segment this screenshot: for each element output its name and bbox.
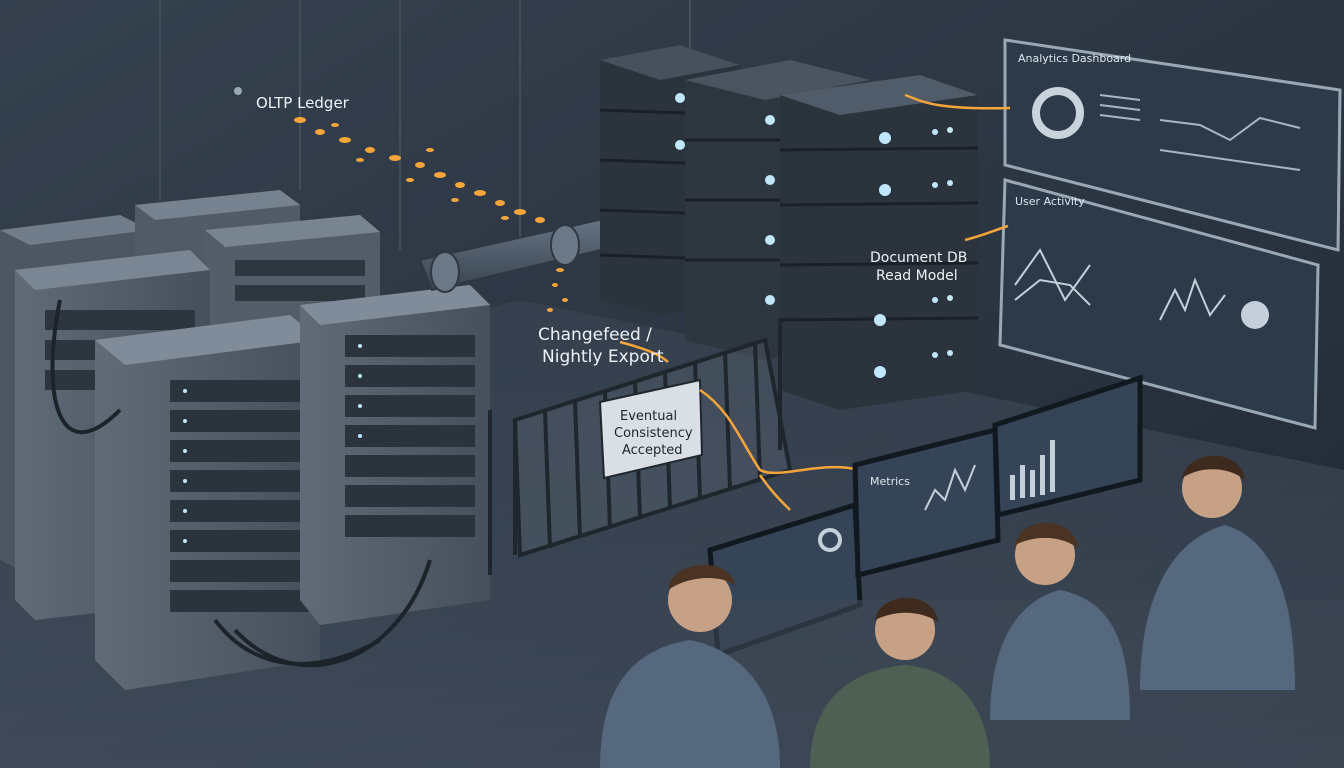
gate-sign-line2: Consistency <box>614 426 693 441</box>
donut-chart-icon <box>1032 87 1084 139</box>
analyst-person <box>1140 455 1295 690</box>
document-db-servers <box>599 45 979 410</box>
gate-sign-line1: Eventual <box>620 409 677 424</box>
user-activity-screen <box>998 178 1320 430</box>
server-stack <box>779 75 979 410</box>
analyst-person <box>810 597 990 768</box>
left-server-racks <box>0 190 490 690</box>
data-particle-stream <box>294 117 568 312</box>
monitor <box>852 426 1001 579</box>
analytics-dashboard-title: Analytics Dashboard <box>1018 52 1131 65</box>
oltp-marker-icon <box>234 87 242 95</box>
gate-sign-line3: Accepted <box>622 443 683 458</box>
user-activity-title: User Activity <box>1015 195 1085 208</box>
oltp-ledger-label: OLTP Ledger <box>256 94 350 112</box>
wall-panels <box>159 0 691 250</box>
analytics-dashboard-screen <box>1003 38 1342 252</box>
document-db-label-line1: Document DB <box>870 250 967 266</box>
analyst-person <box>990 522 1130 720</box>
analysts <box>600 455 1295 768</box>
pie-chart-icon <box>1241 301 1269 329</box>
changefeed-label-line1: Changefeed / <box>538 325 652 345</box>
monitor <box>992 374 1143 519</box>
flow-lines <box>619 93 1011 511</box>
server-rack <box>300 285 490 625</box>
monitor-metrics-title: Metrics <box>870 475 910 488</box>
server-rack <box>95 315 320 690</box>
document-db-label-line2: Read Model <box>876 268 958 284</box>
changefeed-label-line2: Nightly Export <box>542 347 664 367</box>
gate-sign <box>598 378 704 480</box>
analyst-person <box>600 564 780 768</box>
rack-cables <box>50 299 432 668</box>
